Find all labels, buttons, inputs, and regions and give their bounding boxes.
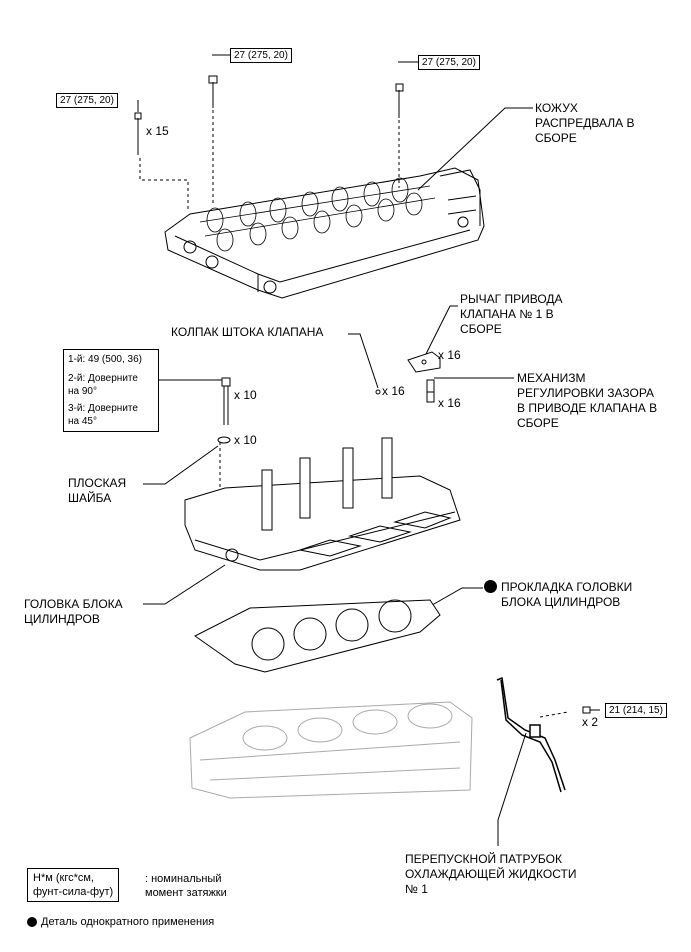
- label-valve-stem-cap: КОЛПАК ШТОКА КЛАПАНА: [171, 325, 324, 339]
- qty-cam-bolts: x 15: [146, 124, 169, 138]
- qty-bypass-bolts: x 2: [582, 715, 599, 729]
- qty-lash-adjuster: x 16: [438, 396, 461, 410]
- valve-cap-drawing: [375, 389, 381, 395]
- qty-valve-cap: x 16: [382, 384, 405, 398]
- legend-unit-box: Н*м (кгс*см, фунт-сила-фут): [27, 868, 120, 902]
- legend-non-reusable: Деталь однократного применения: [27, 915, 214, 930]
- label-cylinder-head: ГОЛОВКА БЛОКА ЦИЛИНДРОВ: [24, 597, 123, 626]
- head-bolt-drawing: [221, 377, 231, 425]
- torque-box-head-bolt: 1-й: 49 (500, 36) 2-й: Доверните на 90° …: [63, 349, 159, 432]
- torque-box-cam-center: 27 (275, 20): [230, 48, 292, 63]
- legend-unit-desc: : номинальный момент затяжки: [145, 873, 227, 899]
- qty-head-bolts: x 10: [234, 388, 257, 402]
- lash-adjuster-drawing: [426, 379, 435, 403]
- qty-rocker-arm: x 16: [438, 348, 461, 362]
- rocker-arm-drawing: [407, 351, 441, 373]
- label-plain-washer: ПЛОСКАЯ ШАЙБА: [68, 476, 127, 505]
- label-rocker-arm: РЫЧАГ ПРИВОДА КЛАПАНА № 1 В СБОРЕ: [460, 292, 563, 336]
- head-gasket-drawing: [194, 599, 441, 673]
- head-bolt-step-2: 2-й: Доверните на 90°: [68, 373, 138, 397]
- legend-non-reusable-text: Деталь однократного применения: [41, 916, 215, 928]
- non-reusable-marker-icon: [484, 580, 497, 593]
- cylinder-head-drawing: [184, 437, 461, 571]
- cylinder-block-drawing: [189, 701, 473, 799]
- washer-drawing: [217, 436, 231, 444]
- label-bypass-pipe: ПЕРЕПУСКНОЙ ПАТРУБОК ОХЛАЖДАЮЩЕЙ ЖИДКОСТ…: [405, 852, 577, 896]
- label-head-gasket: ПРОКЛАДКА ГОЛОВКИ БЛОКА ЦИЛИНДРОВ: [484, 580, 632, 610]
- label-camshaft-housing: КОЖУХ РАСПРЕДВАЛА В СБОРЕ: [535, 101, 635, 145]
- non-reusable-legend-icon: [27, 917, 37, 927]
- label-head-gasket-text: ПРОКЛАДКА ГОЛОВКИ БЛОКА ЦИЛИНДРОВ: [501, 580, 633, 609]
- camshaft-bolts-drawing: [134, 75, 404, 155]
- bypass-pipe-drawing: [496, 676, 600, 793]
- camshaft-housing-drawing: [164, 167, 485, 299]
- torque-box-cam-left: 27 (275, 20): [56, 93, 118, 108]
- torque-box-cam-right: 27 (275, 20): [418, 55, 480, 70]
- qty-washers: x 10: [234, 433, 257, 447]
- torque-box-bypass: 21 (214, 15): [605, 703, 667, 718]
- head-bolt-step-3: 3-й: Доверните на 45°: [68, 403, 138, 427]
- label-lash-adjuster: МЕХАНИЗМ РЕГУЛИРОВКИ ЗАЗОРА В ПРИВОДЕ КЛ…: [517, 371, 658, 430]
- head-bolt-step-1: 1-й: 49 (500, 36): [68, 354, 142, 365]
